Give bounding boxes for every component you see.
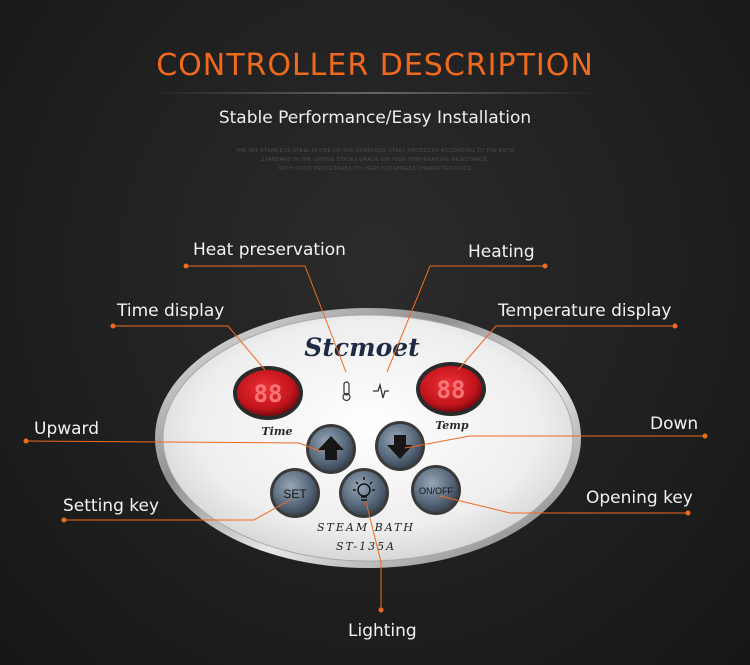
set-button[interactable]: SET: [270, 468, 320, 518]
up-button[interactable]: [306, 424, 356, 474]
leader-time-display: [113, 325, 266, 371]
leader-down: [404, 435, 705, 449]
light-bulb-icon: [353, 477, 375, 501]
time-digits: 88: [254, 380, 283, 408]
temp-digits: 88: [437, 376, 466, 404]
leader-lighting: [365, 501, 382, 610]
arrow-down-icon: [387, 435, 413, 459]
label-temperature-display: Temperature display: [498, 301, 672, 321]
label-upward: Upward: [34, 419, 100, 439]
temperature-display: 88: [416, 362, 486, 416]
leader-upward: [25, 440, 323, 453]
arrow-up-icon: [318, 436, 344, 460]
heating-pulse-icon: [373, 382, 389, 399]
fine-print-line: THE 304 STAINLESS STEEL IS ONE OF THE ST…: [235, 148, 515, 154]
label-setting-key: Setting key: [63, 496, 160, 516]
model-line-2: ST-135A: [336, 540, 396, 553]
title-divider: [150, 92, 600, 94]
leader-temperature-display: [457, 325, 675, 371]
page-subtitle: Stable Performance/Easy Installation: [218, 108, 532, 128]
light-button[interactable]: [339, 468, 389, 518]
down-button[interactable]: [375, 421, 425, 471]
leader-setting-key: [64, 499, 291, 521]
label-down: Down: [650, 414, 699, 434]
leader-dots: [23, 263, 708, 613]
set-button-label: SET: [283, 487, 307, 501]
time-display: 88: [233, 366, 303, 420]
leader-opening-key: [439, 495, 688, 514]
temp-caption: Temp: [435, 419, 469, 432]
label-heat-preservation: Heat preservation: [193, 240, 346, 260]
time-caption: Time: [261, 425, 292, 438]
leader-heat-preservation: [186, 265, 347, 373]
leader-lines: [25, 265, 705, 610]
model-line-1: STEAM BATH: [317, 521, 415, 534]
label-heating: Heating: [468, 242, 535, 262]
label-lighting: Lighting: [348, 621, 417, 641]
onoff-button[interactable]: ON/OFF: [411, 465, 461, 515]
page-title: CONTROLLER DESCRIPTION: [156, 48, 594, 83]
label-opening-key: Opening key: [586, 488, 693, 508]
onoff-button-label: ON/OFF: [419, 486, 453, 496]
leader-heating: [386, 265, 545, 373]
thermometer-icon: [342, 381, 351, 402]
fine-print-line: WITH GOOD PROCESSABILITY, HIGH TOUGHNESS…: [278, 166, 472, 172]
brand-logo: Stcmoet: [304, 333, 420, 362]
fine-print-line: STANDARD IN THE UNITED STATES GRADE 800 …: [261, 157, 489, 163]
fine-print: THE 304 STAINLESS STEEL IS ONE OF THE ST…: [225, 147, 525, 174]
label-time-display: Time display: [117, 301, 225, 321]
